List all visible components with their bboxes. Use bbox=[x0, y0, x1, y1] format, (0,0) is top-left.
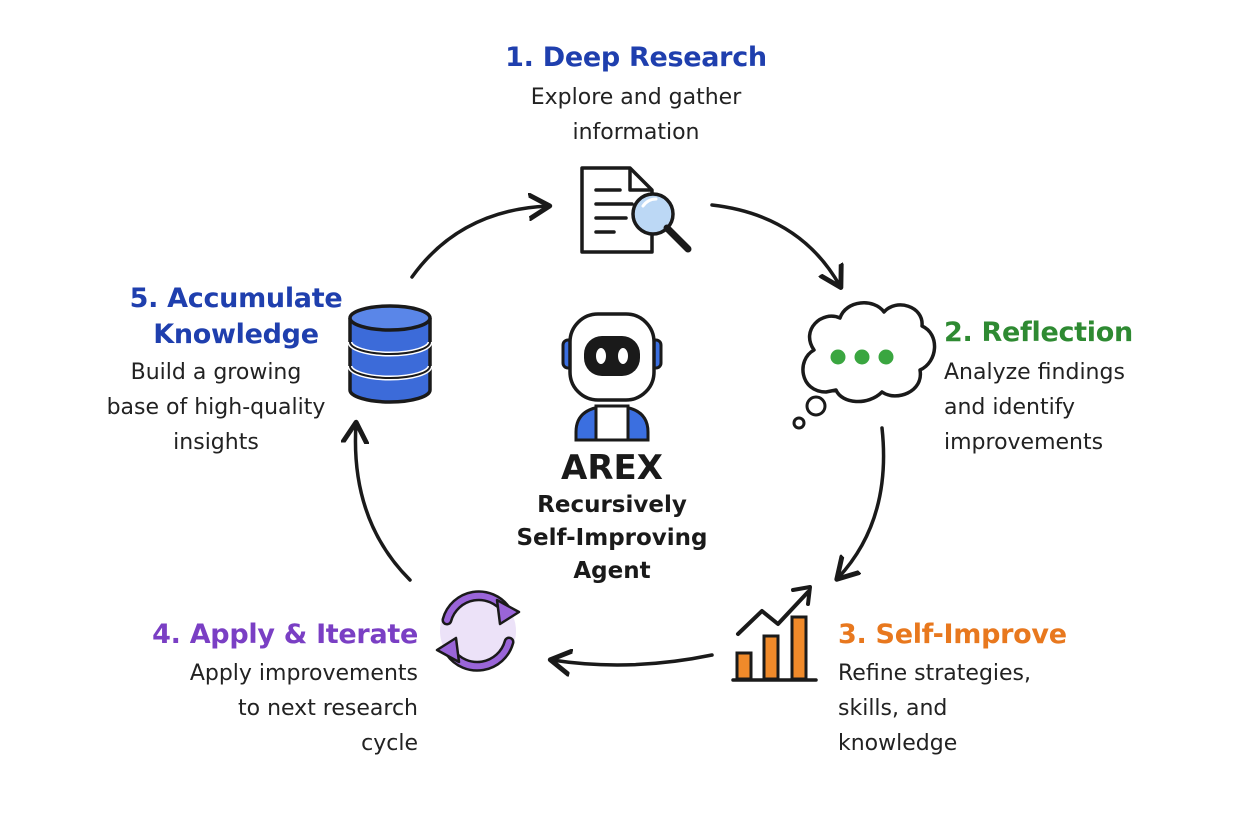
step-1-desc-line: Explore and gather bbox=[530, 85, 742, 110]
growth-chart-icon bbox=[731, 585, 818, 682]
arrow-1-to-2 bbox=[710, 203, 840, 286]
step-3-desc-line: knowledge bbox=[838, 731, 958, 756]
refresh-cycle-icon bbox=[435, 590, 521, 672]
database-icon bbox=[347, 304, 433, 404]
arrow-3-to-4 bbox=[552, 655, 714, 665]
step-5-desc-line: Build a growing bbox=[130, 360, 302, 385]
center-subtitle-line: Agent bbox=[573, 558, 651, 584]
step-1-description: Explore and gather information bbox=[486, 80, 786, 150]
center-title: AREX bbox=[561, 448, 663, 488]
step-2-desc-line: Analyze findings bbox=[944, 360, 1125, 385]
step-2-desc-line: improvements bbox=[944, 430, 1104, 455]
thought-bubble-icon bbox=[792, 301, 937, 430]
center-subtitle-line: Self-Improving bbox=[516, 525, 708, 551]
step-3-description: Refine strategies, skills, and knowledge bbox=[838, 656, 1031, 761]
step-3-desc-line: Refine strategies, bbox=[838, 661, 1032, 686]
arrow-4-to-5 bbox=[355, 424, 412, 582]
step-3-desc-line: skills, and bbox=[838, 696, 948, 721]
step-1-desc-line: information bbox=[572, 120, 700, 145]
document-search-icon bbox=[580, 166, 692, 254]
step-2-title: 2. Reflection bbox=[944, 317, 1133, 348]
step-5-title-line: 5. Accumulate bbox=[129, 283, 343, 314]
step-5-desc-line: insights bbox=[173, 430, 259, 455]
step-1-title: 1. Deep Research bbox=[505, 42, 767, 73]
center-subtitle: Recursively Self-Improving Agent bbox=[502, 489, 722, 588]
step-4-title: 4. Apply & Iterate bbox=[152, 619, 418, 650]
step-2-desc-line: and identify bbox=[944, 395, 1076, 420]
step-5-description: Build a growing base of high-quality ins… bbox=[66, 355, 366, 460]
step-5-title: 5. Accumulate Knowledge bbox=[86, 281, 386, 353]
arrow-2-to-3 bbox=[838, 426, 886, 578]
step-5-title-line: Knowledge bbox=[153, 319, 319, 350]
step-4-desc-line: cycle bbox=[361, 731, 418, 756]
center-subtitle-line: Recursively bbox=[537, 492, 687, 518]
arrow-5-to-1 bbox=[410, 206, 548, 279]
step-3-title: 3. Self-Improve bbox=[838, 619, 1067, 650]
step-2-description: Analyze findings and identify improvemen… bbox=[944, 355, 1125, 460]
step-5-desc-line: base of high-quality bbox=[106, 395, 326, 420]
step-4-description: Apply improvements to next research cycl… bbox=[118, 656, 418, 761]
robot-icon bbox=[561, 312, 663, 442]
step-4-desc-line: Apply improvements bbox=[189, 661, 418, 686]
step-4-desc-line: to next research bbox=[238, 696, 418, 721]
